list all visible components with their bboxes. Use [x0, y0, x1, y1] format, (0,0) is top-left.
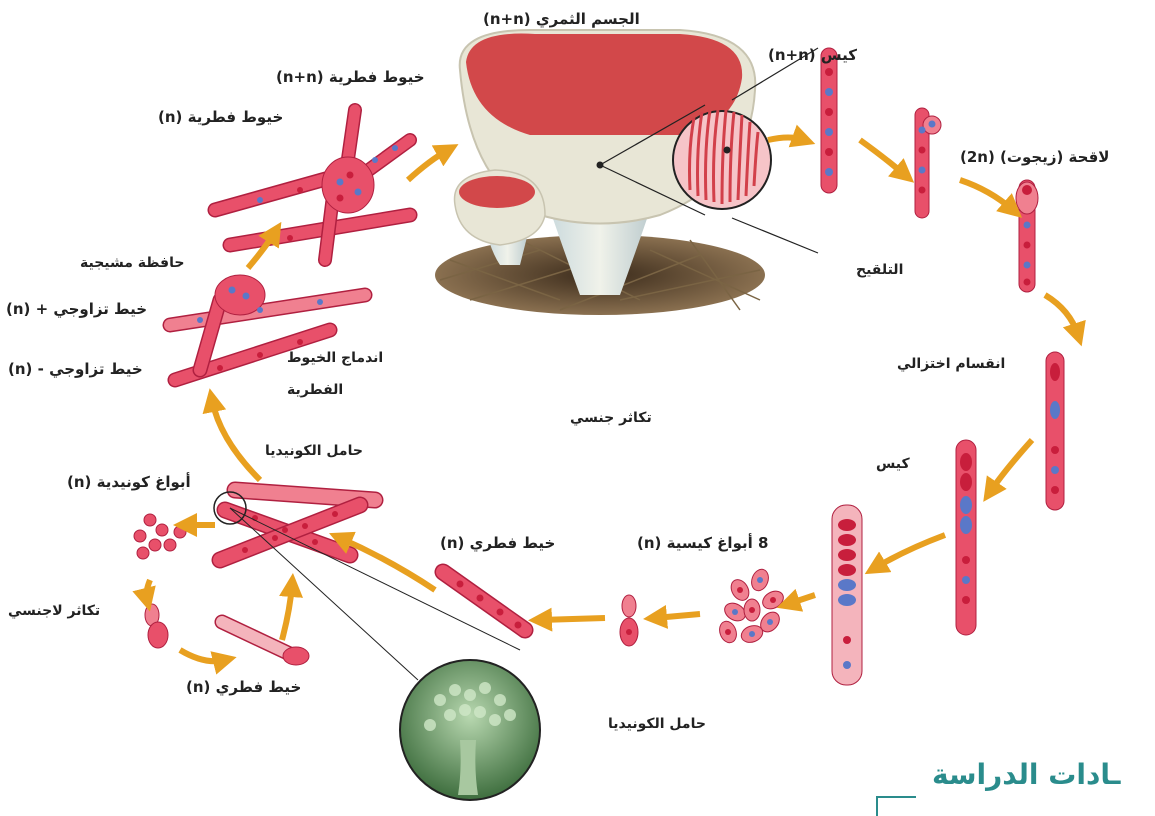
label-ascospores: 8 أبواغ كيسية (n)	[637, 534, 768, 552]
label-gametangium: حافظة مشيجية	[80, 255, 184, 271]
germinating-conidium	[145, 604, 168, 648]
ascus-nn	[821, 48, 837, 193]
label-fertilization: التلقيح	[856, 262, 903, 278]
label-fruiting-body: الجسم الثمري (n+n)	[483, 10, 640, 28]
label-meiosis: انقسام اختزالي	[897, 356, 1005, 372]
label-hyphae-n: خيوط فطرية (n)	[158, 108, 283, 126]
label-hyphae-fusion-2: الفطرية	[287, 382, 343, 398]
label-hypha-bottom-mid: خيط فطري (n)	[440, 534, 555, 552]
conidia-cluster	[134, 514, 186, 559]
label-hyphae-nn: خيوط فطرية (n+n)	[276, 68, 425, 86]
label-ascus-nn: كيس (n+n)	[768, 46, 857, 64]
dikaryotic-hyphae-network	[215, 110, 410, 260]
ascospores-cluster	[717, 567, 787, 645]
ascus-developing	[956, 440, 976, 635]
label-ascus: كيس	[876, 456, 910, 472]
conidiophore-micrograph	[400, 660, 540, 800]
mature-ascus	[832, 505, 862, 685]
label-conidiophore-bottom: حامل الكونيديا	[608, 716, 706, 732]
zygote-cell	[1016, 180, 1038, 292]
germinating-spore	[620, 595, 638, 646]
small-cup-interior	[459, 176, 535, 208]
label-mating-plus: خيط تزاوجي + (n)	[6, 300, 147, 318]
conidiophore-hyphae	[220, 490, 375, 560]
label-asexual: تكاثر لاجنسي	[8, 603, 100, 619]
label-hyphae-fusion-1: اندماج الخيوط	[287, 350, 383, 366]
label-zygote: لاقحة (زيجوت) (2n)	[960, 148, 1109, 166]
hypha-bottom-mid	[443, 572, 525, 630]
hypha-bottom-left	[222, 622, 309, 665]
label-conidiophore-top: حامل الكونيديا	[265, 443, 363, 459]
label-sexual: تكاثر جنسي	[570, 410, 652, 426]
heading-bracket	[876, 785, 1155, 816]
asci-zoom-circle	[673, 110, 771, 209]
meiosis-ascus	[1046, 352, 1064, 510]
label-conidia: أبواغ كونيدية (n)	[67, 473, 191, 491]
dikaryotic-hypha	[915, 108, 941, 218]
label-mating-minus: خيط تزاوجي - (n)	[8, 360, 143, 378]
label-hypha-bottom-left: خيط فطري (n)	[186, 678, 301, 696]
